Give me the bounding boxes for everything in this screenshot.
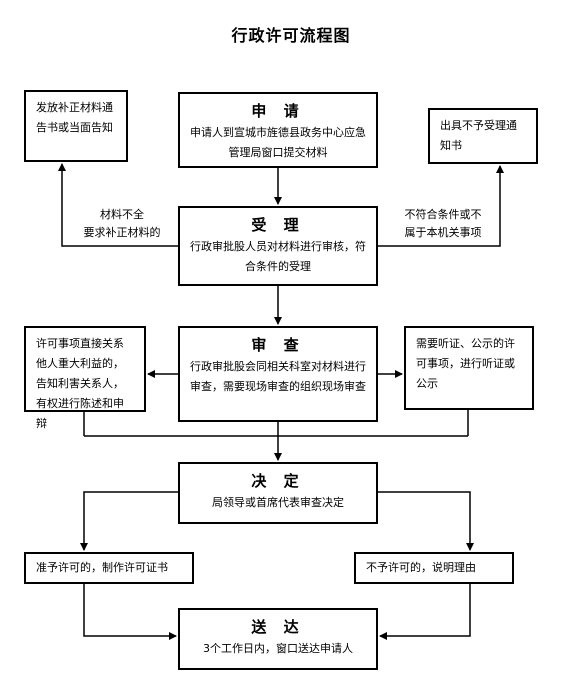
label-nonconform-line2: 属于本机关事项 [404,226,482,239]
node-apply-head: 申 请 [251,102,305,120]
label-incomplete-line2: 要求补正材料的 [83,226,161,239]
label-nonconform: 不符合条件或不 属于本机关事项 [388,206,498,242]
node-deliver-body: 3个工作日内，窗口送达申请人 [203,642,353,655]
node-review: 审 查 行政审批股会同相关科室对材料进行审查，需要现场审查的组织现场审查 [178,326,378,422]
box-deny: 不予许可的，说明理由 [354,552,514,584]
node-decide: 决 定 局领导或首席代表审查决定 [178,462,378,524]
node-deliver: 送 达 3个工作日内，窗口送达申请人 [178,608,378,670]
node-review-head: 审 查 [251,336,305,354]
node-apply: 申 请 申请人到宣城市旌德县政务中心应急管理局窗口提交材料 [178,92,378,168]
arrow-approve-deliver [83,584,177,640]
box-approve: 准予许可的，制作许可证书 [24,552,194,584]
label-incomplete-line1: 材料不全 [100,208,144,221]
box-correction-notice: 发放补正材料通告书或当面告知 [24,90,128,162]
node-review-body: 行政审批股会同相关科室对材料进行审查，需要现场审查的组织现场审查 [190,360,366,393]
box-reject-notice: 出具不予受理通知书 [428,108,538,164]
label-incomplete: 材料不全 要求补正材料的 [72,206,172,242]
arrow-decide-deny [378,491,474,551]
arrow-accept-reject [378,165,504,247]
node-apply-body: 申请人到宣城市旌德县政务中心应急管理局窗口提交材料 [190,126,366,159]
node-decide-body: 局领导或首席代表审查决定 [212,496,344,509]
arrow-accept-correction [58,163,178,247]
box-stakeholder: 许可事项直接关系他人重大利益的，告知利害关系人，有权进行陈述和申辩 [24,326,146,430]
node-decide-head: 决 定 [251,472,305,490]
arrow-decide-approve [80,491,178,551]
node-accept: 受 理 行政审批股人员对材料进行审核，符合条件的受理 [178,206,378,286]
box-hearing: 需要听证、公示的许可事项，进行听证或公示 [404,326,534,410]
node-deliver-head: 送 达 [251,618,305,636]
node-accept-head: 受 理 [251,216,305,234]
label-nonconform-line1: 不符合条件或不 [404,208,482,221]
page-title: 行政许可流程图 [231,26,351,45]
arrow-deny-deliver [379,584,471,640]
node-accept-body: 行政审批股人员对材料进行审核，符合条件的受理 [190,240,366,273]
